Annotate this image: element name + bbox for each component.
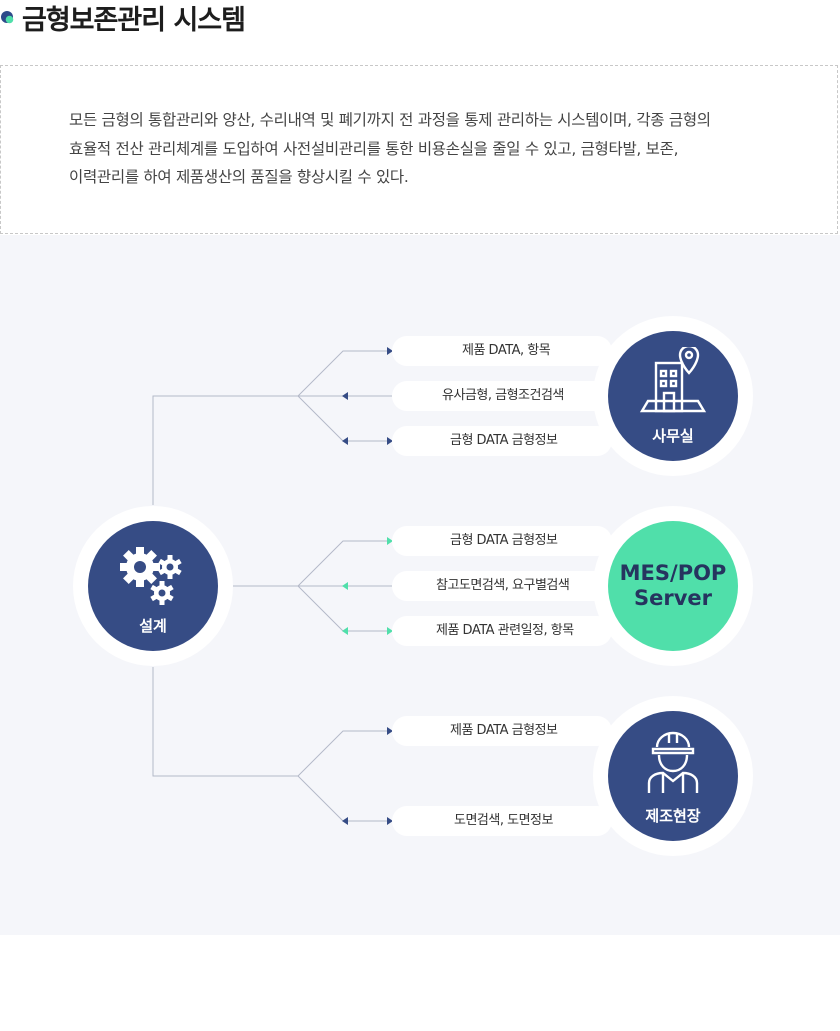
description-line: 효율적 전산 관리체계를 도입하여 사전설비관리를 통한 비용손실을 줄일 수 …	[69, 139, 679, 158]
node-label: 사무실	[652, 427, 694, 445]
office-building-location-icon	[639, 347, 707, 413]
hardhat-worker-icon	[647, 731, 699, 793]
arrow-right-icon	[387, 627, 393, 635]
description-box: 모든 금형의 통합관리와 양산, 수리내역 및 폐기까지 전 과정을 통제 관리…	[0, 65, 838, 234]
arrow-right-icon	[387, 437, 393, 445]
arrow-left-icon	[342, 437, 348, 445]
flow-label: 유사금형, 금형조건검색	[392, 381, 612, 411]
target-node-office: 사무실	[608, 331, 738, 461]
arrow-right-icon	[387, 817, 393, 825]
flow-label: 참고도면검색, 요구별검색	[392, 571, 612, 601]
source-node-design: 설계	[88, 521, 218, 651]
flow-label: 제품 DATA 금형정보	[392, 716, 612, 746]
description-line: 이력관리를 하여 제품생산의 품질을 향상시킬 수 있다.	[69, 168, 409, 186]
flow-label: 금형 DATA 금형정보	[392, 526, 612, 556]
arrow-left-icon	[342, 627, 348, 635]
system-diagram: 제품 DATA, 항목 유사금형, 금형조건검색 금형 DATA 금형정보 금형…	[0, 235, 840, 935]
connector-office	[152, 395, 298, 505]
flow-label: 제품 DATA 관련일정, 항목	[392, 616, 612, 646]
flow-label: 제품 DATA, 항목	[392, 336, 612, 366]
description-line: 모든 금형의 통합관리와 양산, 수리내역 및 폐기까지 전 과정을 통제 관리…	[69, 111, 711, 129]
node-label: 제조현장	[645, 807, 701, 825]
target-node-factory: 제조현장	[608, 711, 738, 841]
node-label: 설계	[139, 617, 167, 635]
page-footer-space	[0, 935, 840, 1031]
flow-label: 도면검색, 도면정보	[392, 806, 612, 836]
arrow-right-icon	[387, 727, 393, 735]
arrowheads	[342, 347, 393, 825]
gears-icon	[120, 547, 182, 605]
connector-lines	[152, 347, 393, 825]
node-label: MES/POP Server	[619, 561, 727, 610]
target-node-mes-server: MES/POP Server	[608, 521, 738, 651]
description-text: 모든 금형의 통합관리와 양산, 수리내역 및 폐기까지 전 과정을 통제 관리…	[69, 106, 809, 192]
arrow-left-icon	[342, 817, 348, 825]
flow-label: 금형 DATA 금형정보	[392, 426, 612, 456]
arrow-right-icon	[387, 347, 393, 355]
arrow-left-icon	[342, 582, 348, 590]
connector-factory	[152, 667, 298, 777]
arrow-left-icon	[342, 392, 348, 400]
arrow-right-icon	[387, 537, 393, 545]
bullet-dot-icon	[1, 11, 14, 24]
page-title: 금형보존관리 시스템	[22, 5, 246, 36]
